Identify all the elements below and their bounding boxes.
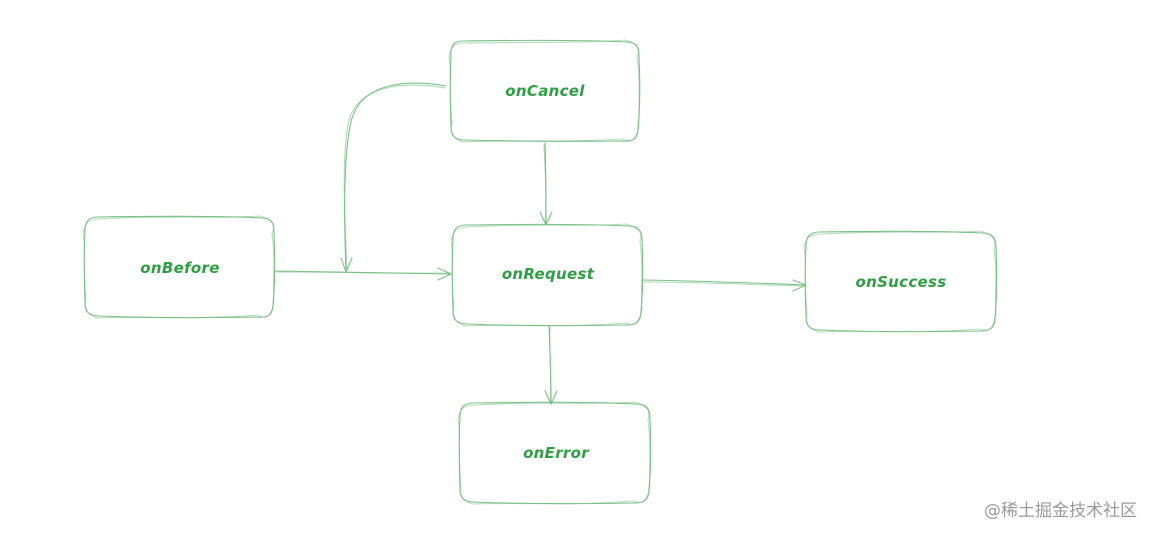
arrowhead: [544, 390, 558, 405]
arrowhead: [539, 211, 553, 226]
arrowhead: [437, 267, 452, 281]
edge-request-to-error: [544, 325, 558, 405]
node-on-before: onBefore: [82, 215, 276, 319]
node-on-cancel: onCancel: [448, 39, 641, 143]
edge-request-to-success: [642, 279, 807, 292]
node-on-cancel-label: onCancel: [505, 82, 585, 100]
arrowhead: [792, 279, 807, 292]
node-on-error: onError: [457, 401, 652, 505]
node-on-request: onRequest: [450, 223, 644, 327]
edge-cancel-to-request: [539, 142, 553, 226]
node-on-before-label: onBefore: [140, 259, 219, 277]
node-on-success: onSuccess: [803, 230, 998, 333]
node-on-error-label: onError: [523, 444, 590, 462]
arrowhead: [340, 257, 353, 273]
watermark: @稀土掘金技术社区: [984, 501, 1137, 521]
edge-before-to-request: [274, 267, 452, 281]
node-on-success-label: onSuccess: [856, 273, 947, 291]
node-on-request-label: onRequest: [502, 265, 595, 283]
edge-cancel-to-before-line: [340, 82, 447, 273]
